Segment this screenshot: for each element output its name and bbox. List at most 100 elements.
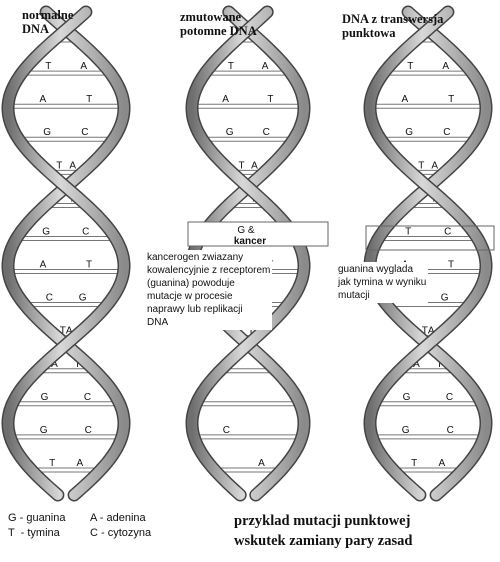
transversion-highlight-box — [365, 225, 495, 251]
base-label: T — [45, 61, 51, 72]
base-label: C — [263, 127, 270, 138]
base-pair-rung — [191, 103, 305, 109]
base-label: C — [82, 227, 89, 238]
base-label: T — [407, 61, 413, 72]
adduct-label-top: G & — [237, 225, 255, 236]
base-label: A — [258, 458, 265, 469]
base-pair-rung — [383, 70, 473, 76]
title-mutated-dna: zmutowane potomne DNA — [180, 10, 257, 38]
base-label: G — [41, 392, 49, 403]
base-label: A — [40, 260, 47, 271]
base-pair-rung — [369, 103, 487, 109]
base-label: C — [84, 392, 91, 403]
backbone-strand-a — [365, 7, 492, 500]
base-label: G — [402, 425, 410, 436]
base-pair-rung — [21, 70, 111, 76]
base-pair-rung — [380, 136, 476, 142]
base-label: T — [49, 458, 55, 469]
base-label: T — [86, 94, 92, 105]
caption-line-1: przyklad mutacji punktowej — [234, 513, 411, 529]
base-pair-rung — [386, 302, 470, 308]
base-label: C — [223, 425, 230, 436]
base-pair-rung — [9, 434, 123, 440]
legend-adenine: A - adenina — [90, 512, 146, 524]
helix-transversion: CGTAATGCTATATCATCGTAATGCGCTA — [363, 5, 493, 502]
backbone-outline — [363, 5, 493, 502]
base-pair-rung — [371, 434, 485, 440]
legend-cytosine: C - cytozyna — [90, 527, 152, 539]
base-label: C — [447, 425, 454, 436]
base-pair-rung — [373, 401, 483, 407]
base-label: T — [56, 160, 62, 171]
base-pair-rung — [15, 236, 116, 241]
base-label: T — [75, 359, 81, 370]
base-label: T — [411, 458, 417, 469]
base-label: G — [43, 127, 51, 138]
legend-guanine: G - guanina — [8, 512, 66, 524]
base-label: T — [238, 160, 244, 171]
backbone-outline — [363, 5, 493, 502]
adduct-label-bottom: kancer — [234, 236, 266, 247]
base-pair-rung — [201, 136, 295, 142]
base-label: A — [438, 458, 445, 469]
backbone-strand-b — [2, 7, 129, 500]
base-label: G — [79, 293, 87, 304]
base-label: A — [442, 61, 449, 72]
base-label: A — [51, 359, 58, 370]
base-label: T — [448, 94, 454, 105]
base-pair-rung — [7, 269, 124, 274]
base-label: T — [437, 359, 443, 370]
base-pair-rung — [204, 70, 292, 76]
title-transversion-dna: DNA z transwersja punktowa — [342, 12, 444, 40]
legend-thymine: T - tymina — [8, 527, 60, 539]
carcinogen-note: kancerogen zwiazany kowalencyjnie z rece… — [145, 250, 273, 330]
base-label: G — [226, 127, 234, 138]
title-normal-dna: normalne DNA — [22, 8, 74, 36]
base-label: T — [448, 260, 454, 271]
base-label: G — [441, 293, 449, 304]
base-label: C — [81, 127, 88, 138]
base-label: G — [40, 425, 48, 436]
base-label: C — [446, 392, 453, 403]
base-label: A — [413, 359, 420, 370]
base-label: A — [251, 160, 258, 171]
base-pair-rung — [7, 103, 125, 109]
backbone-outline — [1, 5, 131, 502]
base-label: A — [80, 61, 87, 72]
base-label: A — [76, 458, 83, 469]
base-label: G — [405, 127, 413, 138]
base-label: G — [42, 227, 50, 238]
base-label: T — [228, 61, 234, 72]
base-label: C — [46, 293, 53, 304]
base-label: C — [85, 425, 92, 436]
base-pair-rung — [24, 302, 108, 308]
base-label: A — [431, 160, 438, 171]
caption-line-2: wskutek zamiany pary zasad — [234, 533, 413, 549]
base-pair-rung — [11, 401, 121, 407]
base-label: A — [222, 94, 229, 105]
backbone-strand-b — [186, 7, 309, 500]
backbone-strand-b — [364, 7, 491, 500]
backbone-outline — [1, 5, 131, 502]
guanine-note: guanina wyglada jak tymina w wyniku muta… — [336, 262, 429, 303]
carcinogen-adduct-box — [187, 221, 329, 247]
base-label: T — [422, 326, 428, 337]
base-label: T — [248, 326, 254, 337]
base-label: A — [66, 326, 73, 337]
base-label: T — [86, 260, 92, 271]
base-pair-rung — [18, 136, 114, 142]
base-label: A — [401, 94, 408, 105]
base-pair-rung — [377, 236, 478, 241]
base-pair-rung — [195, 401, 301, 407]
base-label: C — [444, 227, 451, 238]
base-label: T — [60, 326, 66, 337]
base-pair-rung — [193, 434, 303, 440]
base-label: G — [403, 392, 411, 403]
base-label: C — [443, 127, 450, 138]
base-label: A — [262, 61, 269, 72]
backbone-strand-a — [2, 7, 130, 500]
base-label: A — [69, 160, 76, 171]
